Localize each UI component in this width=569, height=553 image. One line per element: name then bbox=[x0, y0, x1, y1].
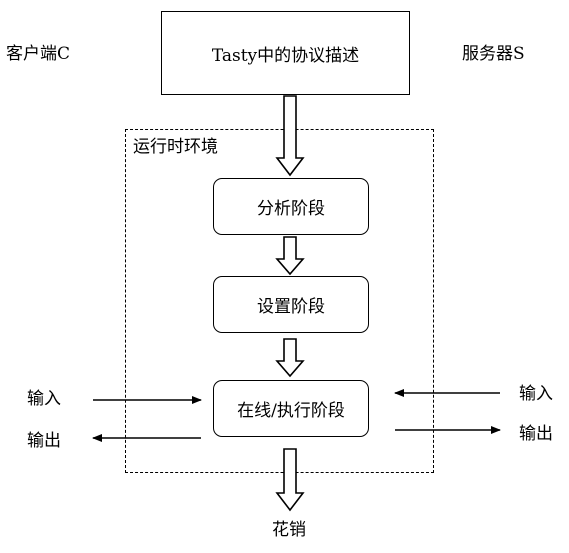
client-output-label: 输出 bbox=[27, 431, 61, 451]
server-input-label: 输入 bbox=[519, 384, 553, 404]
client-input-label: 输入 bbox=[27, 389, 61, 409]
execution-stage-box: 在线/执行阶段 bbox=[213, 380, 369, 437]
block-arrow-execution-to-cost bbox=[275, 448, 305, 512]
server-label: 服务器S bbox=[462, 44, 525, 64]
cost-label: 花销 bbox=[272, 520, 306, 540]
block-arrow-protocol-to-analysis bbox=[275, 95, 305, 177]
analysis-stage-box: 分析阶段 bbox=[213, 178, 369, 235]
protocol-description-box: Tasty中的协议描述 bbox=[161, 11, 410, 95]
execution-stage-label: 在线/执行阶段 bbox=[237, 401, 345, 421]
block-arrow-setup-to-execution bbox=[275, 338, 305, 378]
setup-stage-box: 设置阶段 bbox=[213, 276, 369, 333]
runtime-environment-label: 运行时环境 bbox=[133, 137, 218, 157]
client-label: 客户端C bbox=[6, 44, 71, 64]
runtime-environment-region bbox=[125, 129, 434, 473]
analysis-stage-label: 分析阶段 bbox=[257, 199, 325, 219]
block-arrow-analysis-to-setup bbox=[275, 236, 305, 276]
server-output-label: 输出 bbox=[519, 424, 553, 444]
setup-stage-label: 设置阶段 bbox=[257, 297, 325, 317]
protocol-description-label: Tasty中的协议描述 bbox=[211, 45, 360, 66]
